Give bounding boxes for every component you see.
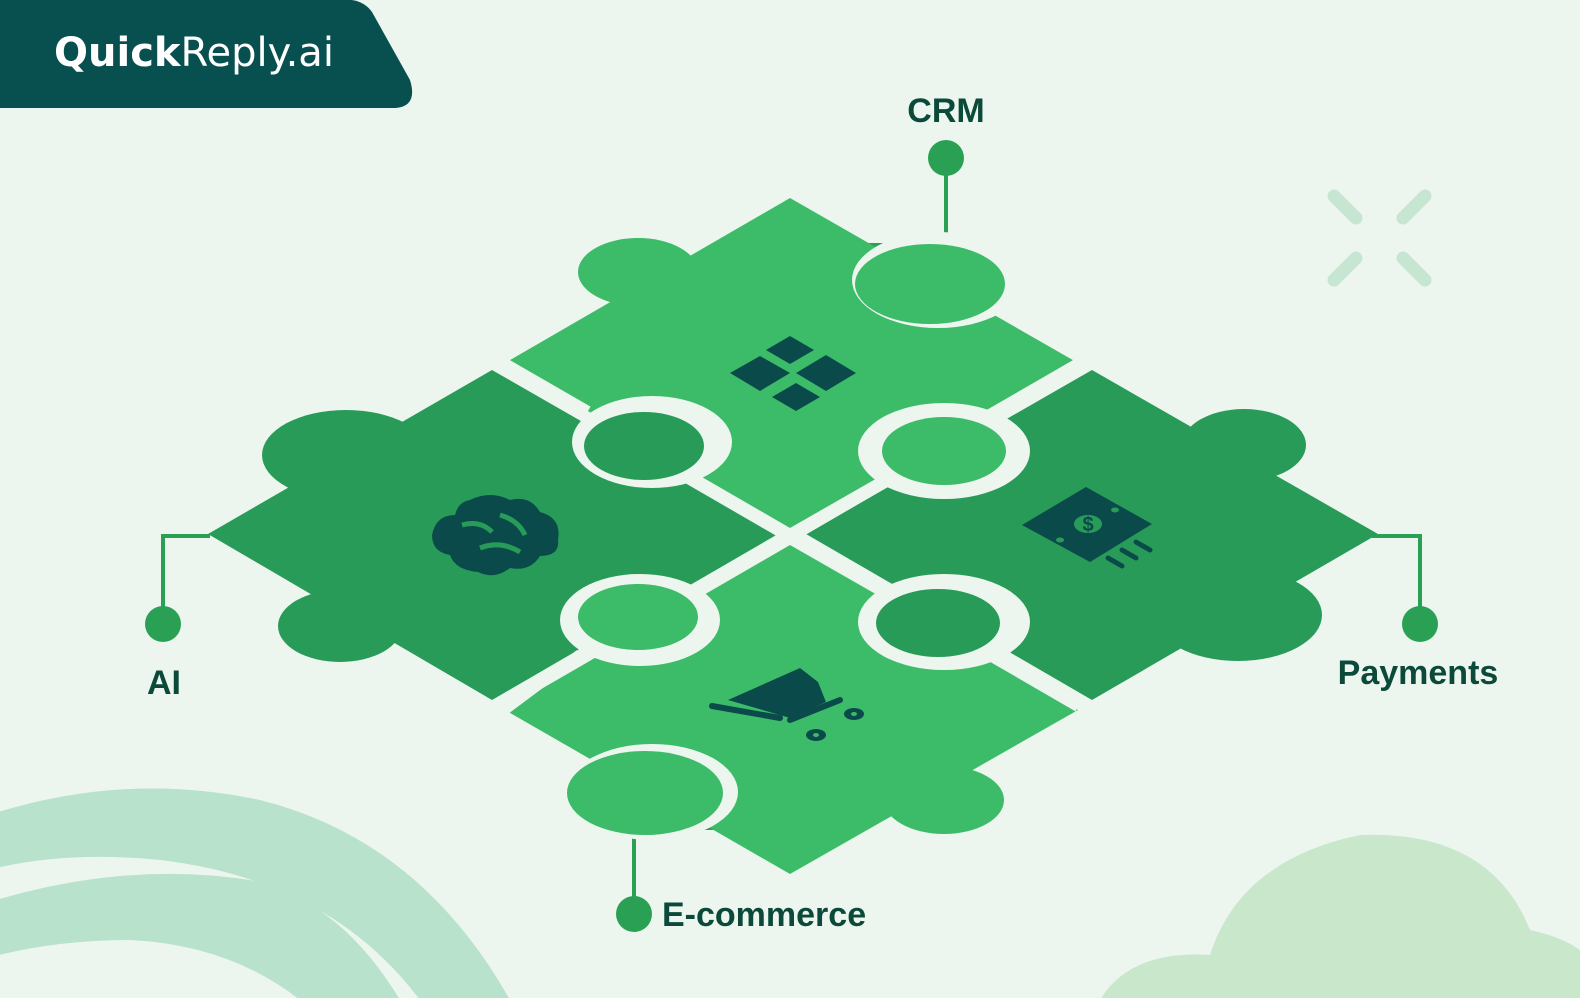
node-dot-ai [145, 606, 181, 642]
connector-ai [161, 534, 210, 621]
brain-icon [432, 495, 559, 576]
connector-payments [1372, 534, 1422, 621]
grid-icon [730, 336, 856, 411]
cart-icon [709, 668, 864, 741]
node-dot-ecommerce [616, 896, 652, 932]
node-dots [145, 140, 1438, 932]
money-icon: $ [1022, 487, 1153, 569]
node-dot-payments [1402, 606, 1438, 642]
label-ai: AI [147, 664, 181, 702]
puzzle [208, 198, 1378, 874]
brand-name-bold: Quick [54, 30, 182, 76]
decor-cloud [1101, 834, 1580, 998]
label-ecommerce: E-commerce [662, 896, 866, 934]
decor-cross-icon [1327, 189, 1432, 287]
svg-text:QuickReply.ai: QuickReply.ai [54, 30, 334, 76]
label-payments: Payments [1338, 654, 1499, 692]
brand-logo: QuickReply.ai [0, 0, 413, 108]
node-dot-crm [928, 140, 964, 176]
label-crm: CRM [907, 92, 984, 130]
svg-text:$: $ [1082, 514, 1093, 536]
brand-name-regular: Reply.ai [181, 30, 334, 76]
decor-arcs [0, 788, 509, 998]
